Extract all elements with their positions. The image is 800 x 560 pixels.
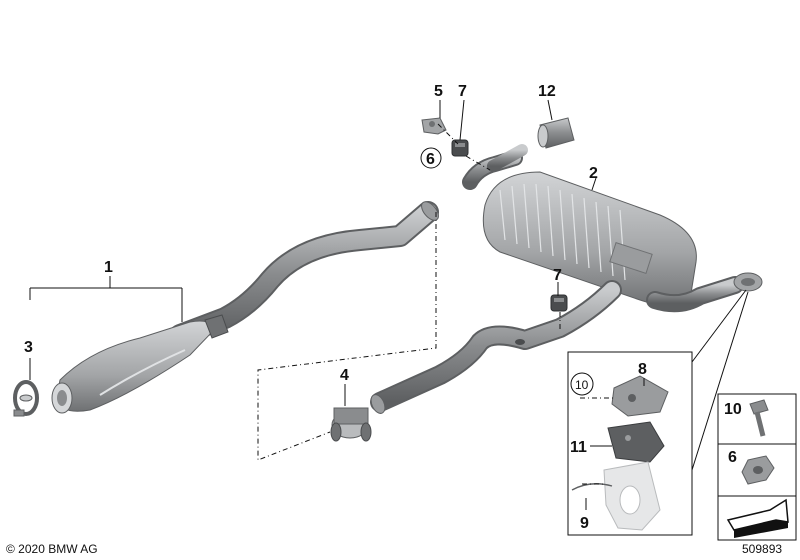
label-part-7-lower: 7	[553, 267, 562, 284]
label-part-4: 4	[340, 367, 349, 384]
detail-inset-frame	[567, 351, 693, 536]
diagram-id: 509893	[742, 542, 782, 556]
assembly-lines	[257, 123, 614, 485]
front-pipe-catalytic-converter	[51, 201, 439, 414]
bracket-part-5	[421, 117, 447, 135]
panel-label-10: 10	[724, 401, 742, 418]
label-part-7-top: 7	[458, 83, 467, 100]
label-part-1: 1	[104, 259, 113, 276]
label-part-12: 12	[538, 83, 556, 100]
label-part-5: 5	[434, 83, 443, 100]
label-part-10-circle	[570, 372, 594, 396]
label-part-6-circle	[420, 147, 442, 169]
label-part-6: 6	[426, 151, 435, 168]
rubber-mount-part-7-lower	[550, 294, 568, 312]
label-part-10: 10	[575, 378, 589, 392]
label-part-11: 11	[570, 439, 587, 456]
clamp-part-3	[13, 380, 39, 417]
rear-silencer	[462, 144, 763, 313]
orientation-arrow-icon	[726, 498, 789, 538]
hanger-bracket-part-11	[607, 421, 665, 463]
bolt-part-10	[749, 399, 769, 437]
label-part-2: 2	[589, 165, 598, 182]
intermediate-pipe	[370, 280, 622, 414]
rubber-mount-part-7-top	[451, 139, 469, 157]
leader-lines	[29, 99, 749, 510]
mount-bracket-part-9	[571, 461, 661, 531]
copyright-text: © 2020 BMW AG	[6, 542, 98, 556]
bracket-part-8	[611, 375, 669, 417]
clamp-part-4	[330, 407, 372, 442]
tailpipe-trim-part-12	[537, 117, 575, 149]
label-part-8: 8	[638, 361, 647, 378]
nut-part-6	[741, 455, 775, 485]
label-part-3: 3	[24, 339, 33, 356]
panel-label-6: 6	[728, 449, 737, 466]
label-part-9: 9	[580, 515, 589, 532]
